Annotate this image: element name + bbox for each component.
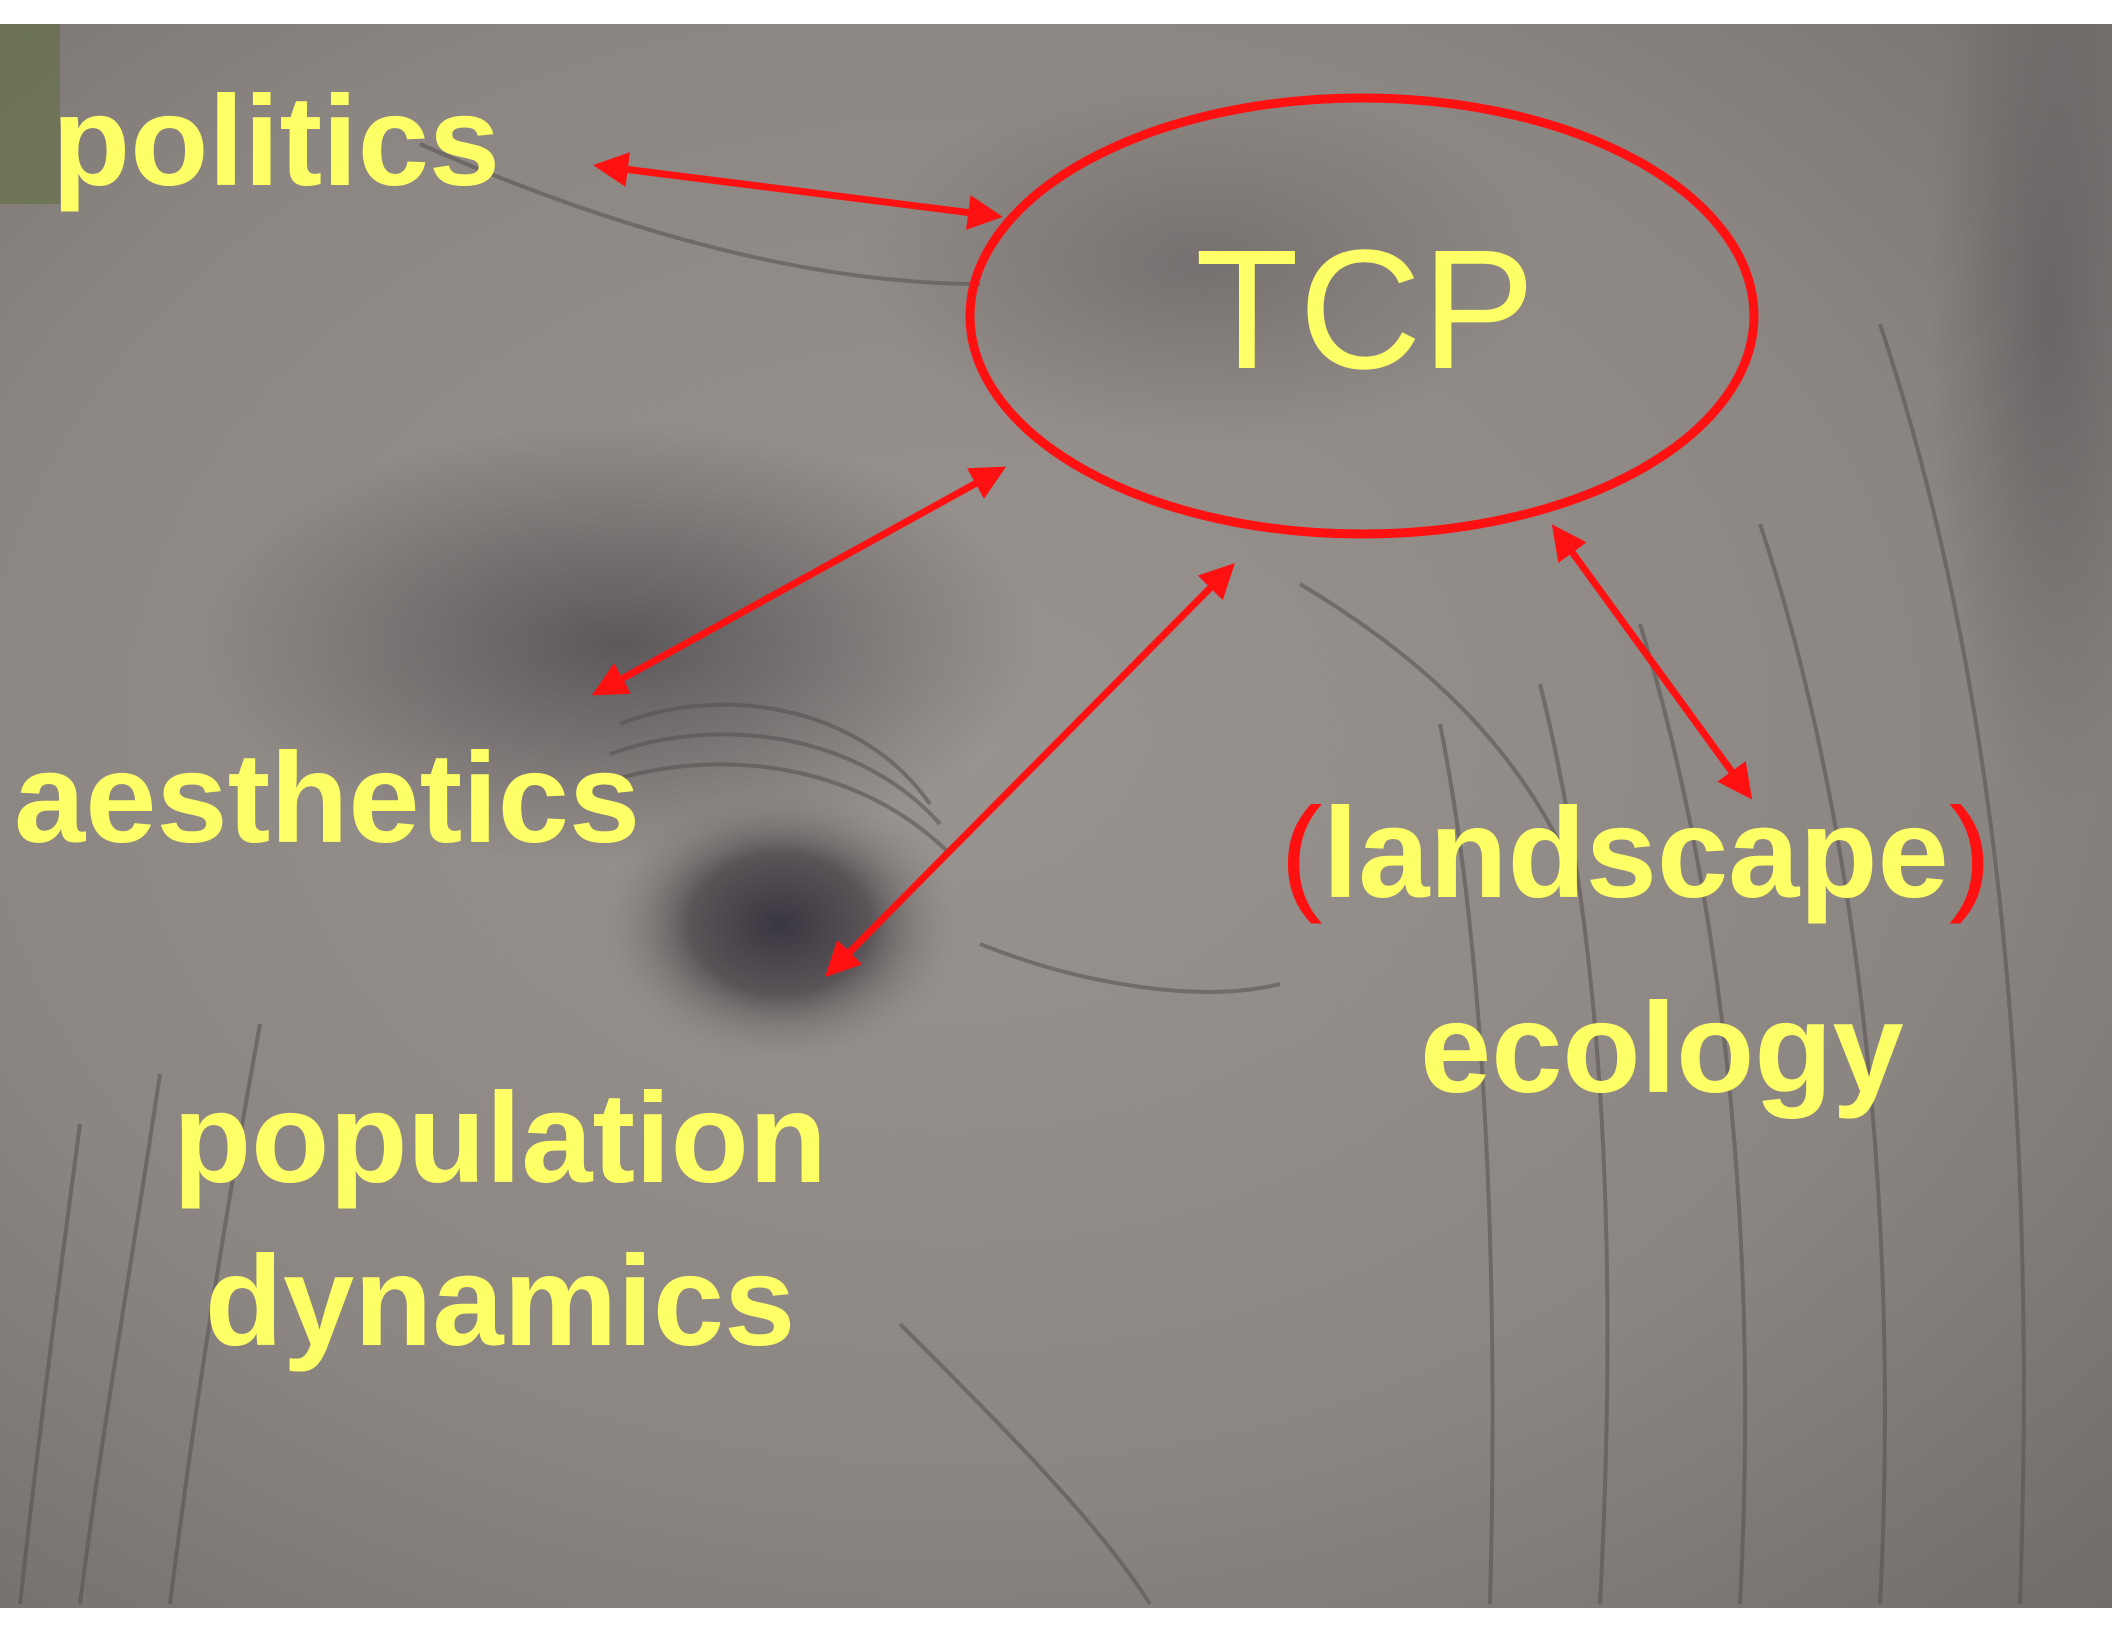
arrow-politics-tcp <box>600 166 996 216</box>
population-label: population <box>0 1075 1000 1203</box>
landscape-close-paren: ) <box>1949 782 1992 925</box>
dynamics-label: dynamics <box>0 1238 1000 1366</box>
landscape-open-paren: ( <box>1280 782 1323 925</box>
tcp-label: TCP <box>1195 225 1535 395</box>
ecology-label: ecology <box>1420 985 1904 1113</box>
arrow-aesthetics-tcp <box>598 470 1000 692</box>
landscape-label: (landscape) <box>1280 790 1991 918</box>
arrow-population-tcp <box>830 568 1230 972</box>
arrow-ecology-tcp <box>1556 530 1748 794</box>
landscape-text: landscape <box>1323 782 1949 925</box>
aesthetics-label: aesthetics <box>14 735 640 863</box>
politics-label: politics <box>52 78 500 206</box>
